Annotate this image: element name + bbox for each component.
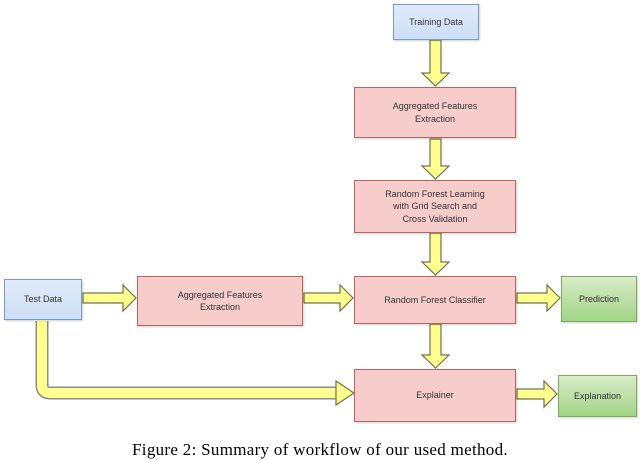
node-explanation-label: Explanation: [573, 390, 622, 401]
arrow-testdata-to-explainer: [35, 321, 338, 400]
arrow-features-to-learning: [420, 138, 451, 180]
arrow-classifier-to-prediction: [516, 283, 561, 313]
arrow-explainer-to-explanation: [516, 379, 558, 409]
node-aggregated-features-top-label: Aggregated Features Extraction: [392, 101, 478, 124]
node-test-data: Test Data: [4, 279, 82, 320]
connector-layer: [35, 39, 561, 409]
node-explainer: Explainer: [354, 369, 516, 422]
arrow-classifier-to-explainer: [420, 323, 451, 369]
node-prediction-label: Prediction: [578, 293, 620, 304]
node-explanation: Explanation: [558, 375, 637, 417]
node-random-forest-learning-label: Random Forest Learning with Grid Search …: [385, 189, 485, 224]
node-explainer-label: Explainer: [416, 390, 454, 401]
node-random-forest-learning: Random Forest Learning with Grid Search …: [354, 180, 516, 233]
node-test-data-label: Test Data: [23, 294, 63, 305]
node-aggregated-features-top: Aggregated Features Extraction: [354, 87, 516, 138]
node-aggregated-features-left: Aggregated Features Extraction: [137, 276, 303, 326]
node-random-forest-classifier-label: Random Forest Classifier: [384, 294, 486, 305]
node-training-data-label: Training Data: [409, 16, 463, 27]
arrow-features-to-classifier: [303, 283, 354, 313]
arrow-learning-to-classifier: [420, 232, 451, 276]
arrow-training-to-features: [420, 39, 451, 87]
arrow-testdata-to-features: [82, 283, 137, 313]
node-training-data: Training Data: [393, 4, 479, 40]
figure-caption: Figure 2: Summary of workflow of our use…: [132, 440, 508, 459]
workflow-diagram: Training Data Aggregated Features Extrac…: [4, 4, 637, 422]
node-prediction: Prediction: [561, 276, 637, 322]
arrow-testdata-to-explainer-head: [335, 379, 356, 407]
node-aggregated-features-left-label: Aggregated Features Extraction: [177, 289, 263, 312]
node-random-forest-classifier: Random Forest Classifier: [354, 276, 516, 324]
arrow-testdata-to-explainer-fill: [37, 321, 338, 398]
